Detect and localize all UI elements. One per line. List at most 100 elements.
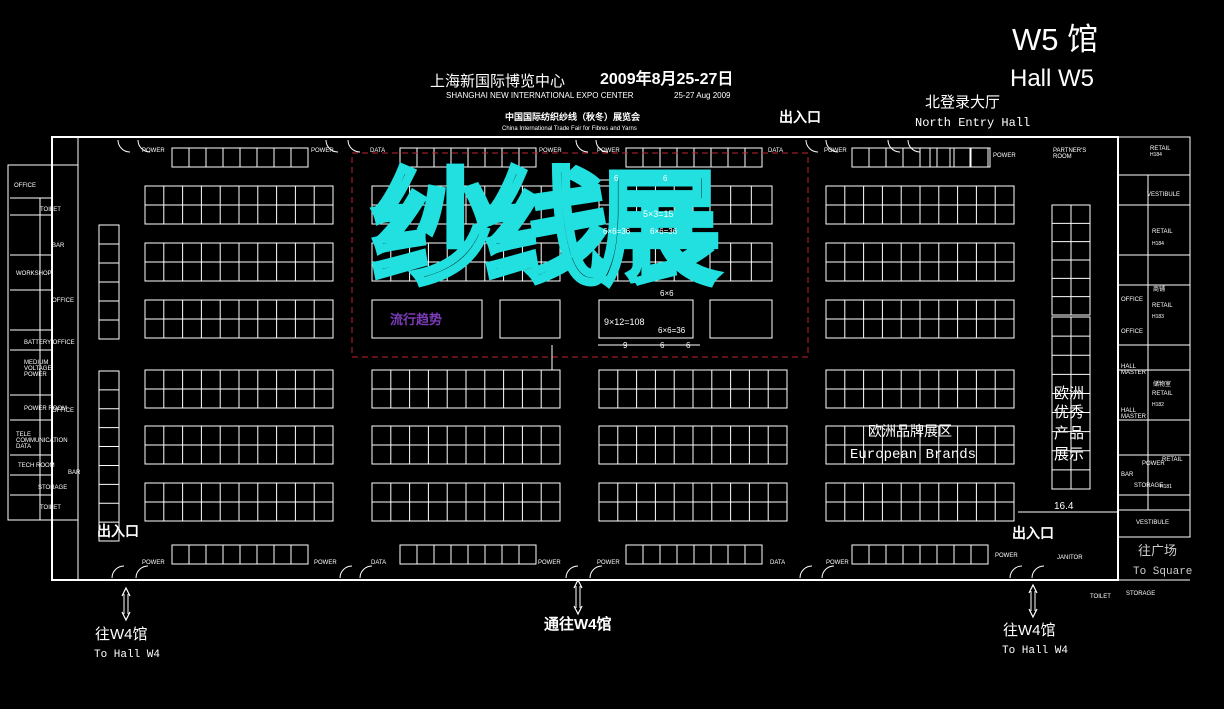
booth-block (598, 299, 694, 339)
door-arc (595, 139, 609, 153)
storage-label: STORAGE (1126, 591, 1156, 597)
vestibule-label: VESTIBULE (1147, 192, 1181, 198)
unit-label: H183 (1152, 314, 1164, 320)
unit-label: H181 (1160, 484, 1172, 490)
data-label: DATA (370, 148, 386, 154)
north-entry-cn: 北登录大厅 (925, 94, 1001, 111)
door-arc (575, 139, 589, 153)
power-label: POWER (539, 148, 562, 154)
exit-far-right-en: To Square (1133, 566, 1193, 578)
right-annex (1117, 136, 1191, 538)
side-booths (98, 370, 120, 542)
hall-master-label: HALL MASTER (1121, 364, 1147, 376)
workshop-label: WORKSHOP (16, 271, 52, 277)
office-label: OFFICE (52, 298, 74, 304)
toilet-label: TOILET (40, 505, 61, 511)
door-arc (1009, 565, 1023, 579)
eu-products-1: 欧洲 (1054, 385, 1085, 402)
exit-arrow (121, 586, 131, 622)
entrance-top[interactable]: 出入口 (779, 109, 821, 125)
data-label: DATA (768, 148, 784, 154)
data-label: DATA (371, 560, 387, 566)
office-label: OFFICE (1121, 297, 1143, 303)
door-arc (799, 565, 813, 579)
hall-title-cn: W5 馆 (1012, 22, 1099, 57)
bar-label: BAR (68, 470, 81, 476)
dim-label: 6×6 (660, 289, 674, 298)
door-arc (325, 139, 339, 153)
european-zone-en: European Brands (850, 447, 977, 463)
dim-label: 9×12=108 (604, 317, 645, 327)
door-arc (805, 139, 819, 153)
unit-label: H184 (1152, 241, 1164, 247)
dates-cn: 2009年8月25-27日 (600, 71, 734, 88)
power-label: POWER (142, 560, 165, 566)
unit-label: H182 (1152, 402, 1164, 408)
perimeter-booths (929, 147, 991, 168)
dim-label: 6 (663, 174, 668, 183)
power-label: POWER (1142, 461, 1165, 467)
office-label: OFFICE (14, 183, 36, 189)
door-arc (1031, 565, 1045, 579)
door-arc (137, 139, 151, 153)
exit-arrow (573, 578, 583, 616)
exit-center-cn: 通往W4馆 (544, 616, 612, 633)
power-label: POWER (597, 560, 620, 566)
exit-arrow (1028, 583, 1038, 619)
battery-office-label: BATTERY OFFICE (24, 340, 75, 346)
toilet-label: TOILET (1090, 594, 1111, 600)
power-label: POWER (826, 560, 849, 566)
dim-16-4: 16.4 (1054, 501, 1074, 512)
dim-label: 6×6=36 (603, 227, 631, 236)
dim-label: 9 (623, 341, 628, 350)
storage-label: STORAGE (1134, 483, 1164, 489)
storage-cn-label: 储物室 (1153, 382, 1172, 388)
power-label: POWER (993, 153, 1016, 159)
power-label: POWER (142, 148, 165, 154)
retail-label: RETAIL (1150, 146, 1171, 152)
eu-products-2: 优秀 (1054, 404, 1085, 421)
power-room-label: POWER ROOM (24, 406, 67, 412)
door-arc (825, 139, 839, 153)
shop-cn-label: 商铺 (1153, 287, 1166, 293)
hall-master-label: HALL MASTER (1121, 408, 1147, 420)
venue-en: SHANGHAI NEW INTERNATIONAL EXPO CENTER (446, 91, 634, 100)
eu-products-4: 展示 (1054, 446, 1085, 463)
yarn-zone-title: 纱线展 (369, 161, 722, 299)
door-arc (589, 565, 603, 579)
dates-en: 25-27 Aug 2009 (674, 91, 731, 100)
entrance-right[interactable]: 出入口 (1012, 525, 1054, 541)
power-label: POWER (597, 148, 620, 154)
storage-label: STORAGE (38, 485, 68, 491)
power-label: POWER (314, 560, 337, 566)
door-arc (135, 565, 149, 579)
exit-left-cn: 往W4馆 (95, 626, 148, 643)
entrance-left[interactable]: 出入口 (97, 523, 139, 539)
office-label: OFFICE (52, 408, 74, 414)
trend-area (371, 299, 483, 339)
exit-left-en: To Hall W4 (94, 649, 161, 661)
power-label: POWER (824, 148, 847, 154)
fair-cn: 中国国际纺织纱线（秋冬）展览会 (505, 112, 641, 122)
door-arc (339, 565, 353, 579)
venue-cn: 上海新国际博览中心 (430, 73, 566, 90)
data-label: DATA (770, 560, 786, 566)
dim-label: 6×6=36 (650, 227, 678, 236)
office-label: OFFICE (1121, 329, 1143, 335)
door-arc (887, 139, 901, 153)
janitor-label: JANITOR (1057, 555, 1083, 561)
dim-label: 6 (660, 341, 665, 350)
dim-label: 6 (614, 174, 619, 183)
medium-voltage-label: MEDIUM VOLTAGE POWER (24, 360, 52, 378)
door-arc (347, 139, 361, 153)
unit-label: H184 (1150, 152, 1162, 158)
power-label: POWER (311, 148, 334, 154)
north-entry-en: North Entry Hall (915, 116, 1031, 130)
exit-right-en: To Hall W4 (1002, 645, 1069, 657)
exit-right-cn: 往W4馆 (1003, 622, 1056, 639)
eu-products-3: 产品 (1054, 425, 1085, 442)
retail-label: RETAIL (1152, 303, 1173, 309)
door-arc (821, 565, 835, 579)
european-zone-cn: 欧洲品牌展区 (868, 425, 952, 440)
